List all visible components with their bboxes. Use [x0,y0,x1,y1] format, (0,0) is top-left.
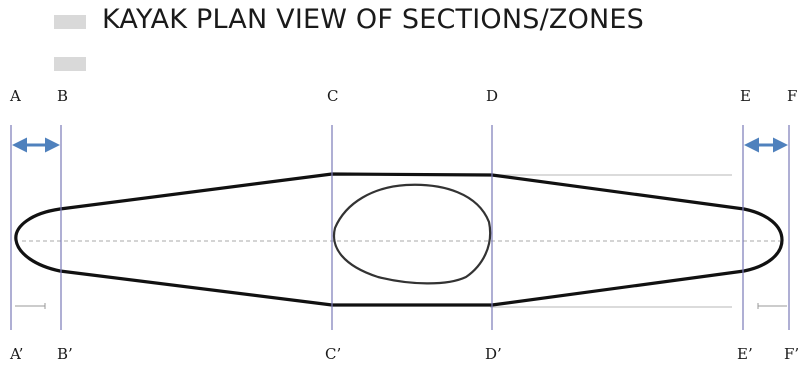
section-label-a-prime: A’ [9,345,23,363]
section-label-c-prime: C’ [325,345,341,363]
kayak-hull-outline [14,172,784,307]
section-label-d: D [486,87,498,105]
section-label-e: E [740,87,751,105]
page-title: KAYAK PLAN VIEW OF SECTIONS/ZONES [102,4,645,35]
section-label-a: A [9,87,21,105]
section-label-d-prime: D’ [485,345,502,363]
section-label-f-prime: F’ [784,345,799,363]
section-label-e-prime: E’ [737,345,753,363]
bullet-marker [54,15,86,29]
section-label-b-prime: B’ [57,345,73,363]
section-label-f: F [787,87,797,105]
section-label-c: C [327,87,338,105]
bullet-marker [54,57,86,71]
section-label-b: B [57,87,68,105]
cockpit-outline [332,183,492,285]
